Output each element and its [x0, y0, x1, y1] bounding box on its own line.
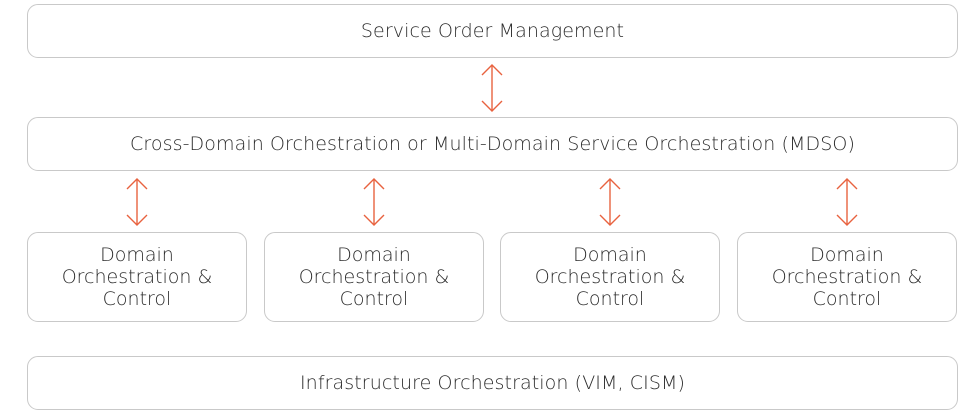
- domain-orchestration-box-2: Domain Orchestration & Control: [264, 232, 484, 322]
- domain-orchestration-box-3: Domain Orchestration & Control: [500, 232, 720, 322]
- domain-orchestration-box-1: Domain Orchestration & Control: [27, 232, 247, 322]
- infrastructure-orchestration-label: Infrastructure Orchestration (VIM, CISM): [299, 372, 686, 394]
- cross-domain-orchestration-box: Cross-Domain Orchestration or Multi-Doma…: [27, 117, 958, 171]
- service-order-management-box: Service Order Management: [27, 4, 958, 58]
- domain-orchestration-label: Domain Orchestration & Control: [534, 244, 686, 310]
- domain-orchestration-label: Domain Orchestration & Control: [771, 244, 923, 310]
- domain-orchestration-box-4: Domain Orchestration & Control: [737, 232, 957, 322]
- domain-orchestration-label: Domain Orchestration & Control: [298, 244, 450, 310]
- domain-orchestration-label: Domain Orchestration & Control: [61, 244, 213, 310]
- double-headed-vertical-arrow-icon: [125, 177, 149, 227]
- double-headed-vertical-arrow-icon: [362, 177, 386, 227]
- service-order-management-label: Service Order Management: [360, 20, 625, 42]
- double-headed-vertical-arrow-icon: [835, 177, 859, 227]
- double-headed-vertical-arrow-icon: [480, 63, 504, 113]
- infrastructure-orchestration-box: Infrastructure Orchestration (VIM, CISM): [27, 356, 958, 410]
- cross-domain-orchestration-label: Cross-Domain Orchestration or Multi-Doma…: [130, 133, 855, 155]
- double-headed-vertical-arrow-icon: [598, 177, 622, 227]
